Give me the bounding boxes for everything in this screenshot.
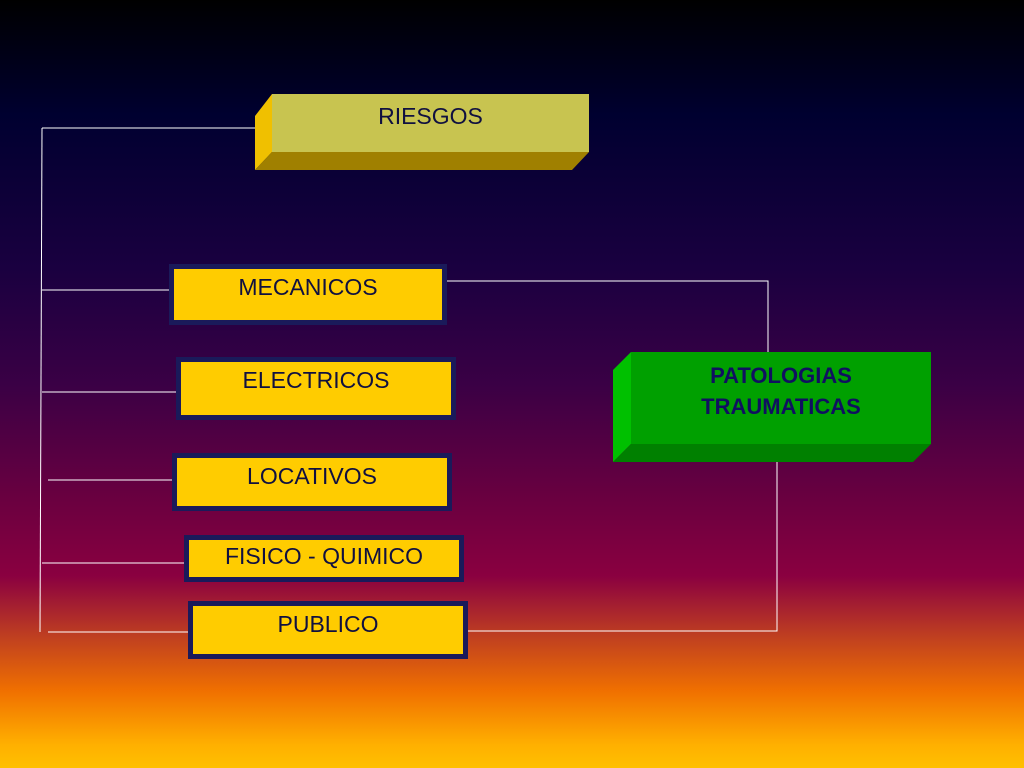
root-box: RIESGOS bbox=[255, 94, 589, 170]
category-label: ELECTRICOS bbox=[242, 367, 390, 393]
connector-group bbox=[39, 127, 778, 633]
outcome-label-line2: TRAUMATICAS bbox=[701, 394, 861, 419]
outcome-label: PATOLOGIAS TRAUMATICAS bbox=[631, 352, 931, 444]
outcome-label-line1: PATOLOGIAS bbox=[710, 363, 852, 388]
category-box-electricos: ELECTRICOS bbox=[176, 357, 456, 420]
category-label: PUBLICO bbox=[277, 611, 379, 637]
mecanicos-to-outcome bbox=[442, 280, 769, 352]
category-box-fisico-quimico: FISICO - QUIMICO bbox=[184, 535, 464, 582]
outcome-box: PATOLOGIAS TRAUMATICAS bbox=[613, 352, 931, 462]
root-label: RIESGOS bbox=[378, 103, 483, 129]
category-box-publico: PUBLICO bbox=[188, 601, 468, 659]
category-box-mecanicos: MECANICOS bbox=[169, 264, 447, 325]
outcome-box-bottom bbox=[613, 444, 931, 462]
left-trunk-line bbox=[39, 127, 43, 633]
publico-to-outcome bbox=[466, 458, 778, 632]
outcome-box-face bbox=[631, 352, 931, 444]
root-box-shape bbox=[255, 94, 589, 170]
category-label: FISICO - QUIMICO bbox=[224, 543, 424, 569]
category-label: LOCATIVOS bbox=[247, 463, 377, 489]
category-box-locativos: LOCATIVOS bbox=[172, 453, 452, 511]
root-box-bottom bbox=[255, 152, 589, 170]
outcome-box-shape bbox=[613, 352, 931, 462]
root-box-side bbox=[255, 94, 272, 170]
root-box-face bbox=[272, 94, 589, 152]
outcome-box-side bbox=[613, 352, 631, 462]
category-label: MECANICOS bbox=[238, 274, 378, 300]
